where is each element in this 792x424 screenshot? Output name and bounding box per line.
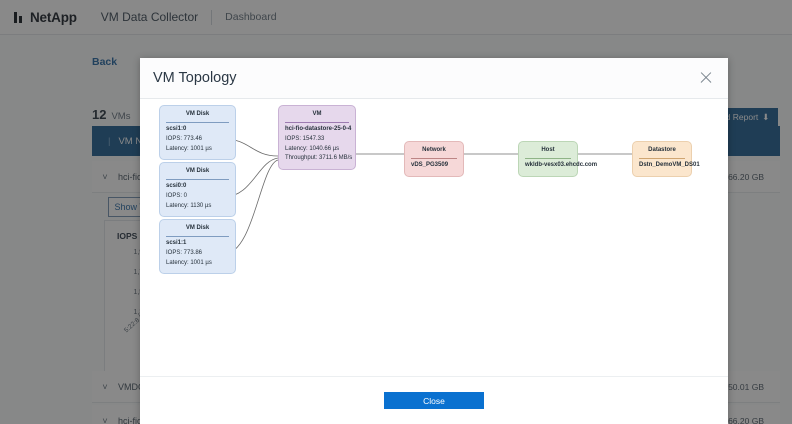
node-line: Latency: 1001 µs bbox=[166, 259, 212, 266]
node-line: scsi1:1 bbox=[166, 240, 187, 247]
node-line: Dstn_DemoVM_DS01 bbox=[639, 162, 700, 169]
node-title: VM Disk bbox=[166, 224, 229, 237]
node-line: IOPS: 0 bbox=[166, 192, 188, 199]
node-line: wkldb-vesx03.ehcdc.com bbox=[525, 162, 598, 169]
close-icon[interactable] bbox=[697, 69, 715, 87]
node-line: hci-fio-datastore-25-0-4 bbox=[285, 126, 352, 133]
dialog-footer: Close bbox=[140, 376, 728, 424]
node-line: Latency: 1001 µs bbox=[166, 145, 212, 152]
topology-node-datastore[interactable]: Datastore Dstn_DemoVM_DS01 bbox=[632, 141, 700, 177]
node-line: Latency: 1130 µs bbox=[166, 202, 212, 209]
dialog-header: VM Topology bbox=[140, 58, 728, 99]
node-line: scsi0:0 bbox=[166, 183, 187, 190]
close-button[interactable]: Close bbox=[384, 392, 484, 409]
topology-node-vm-disk-2[interactable]: VM Disk scsi0:0 IOPS: 0 Latency: 1130 µs bbox=[159, 162, 236, 218]
node-title: Datastore bbox=[639, 146, 685, 159]
node-line: vDS_PG3509 bbox=[411, 162, 449, 169]
node-title: VM Disk bbox=[166, 167, 229, 180]
node-line: scsi1:0 bbox=[166, 126, 187, 133]
node-line: IOPS: 773.86 bbox=[166, 249, 203, 256]
vm-topology-dialog: VM Topology VM Disk scsi1:0 IOPS: 773.46 bbox=[140, 58, 728, 424]
node-title: VM bbox=[285, 110, 349, 123]
node-line: IOPS: 1547.33 bbox=[285, 135, 325, 142]
node-title: Host bbox=[525, 146, 571, 159]
node-title: VM Disk bbox=[166, 110, 229, 123]
node-title: Network bbox=[411, 146, 457, 159]
node-line: Latency: 1040.66 µs bbox=[285, 145, 340, 152]
dialog-title: VM Topology bbox=[153, 70, 237, 86]
topology-node-vm[interactable]: VM hci-fio-datastore-25-0-4 IOPS: 1547.3… bbox=[278, 105, 356, 171]
node-line: IOPS: 773.46 bbox=[166, 135, 203, 142]
topology-node-host[interactable]: Host wkldb-vesx03.ehcdc.com bbox=[518, 141, 598, 177]
topology-node-vm-disk-1[interactable]: VM Disk scsi1:0 IOPS: 773.46 Latency: 10… bbox=[159, 105, 236, 161]
topology-node-network[interactable]: Network vDS_PG3509 bbox=[404, 141, 464, 177]
topology-canvas[interactable]: VM Disk scsi1:0 IOPS: 773.46 Latency: 10… bbox=[140, 99, 728, 376]
topology-node-vm-disk-3[interactable]: VM Disk scsi1:1 IOPS: 773.86 Latency: 10… bbox=[159, 219, 236, 275]
node-line: Throughput: 3711.6 MB/s bbox=[285, 155, 353, 162]
